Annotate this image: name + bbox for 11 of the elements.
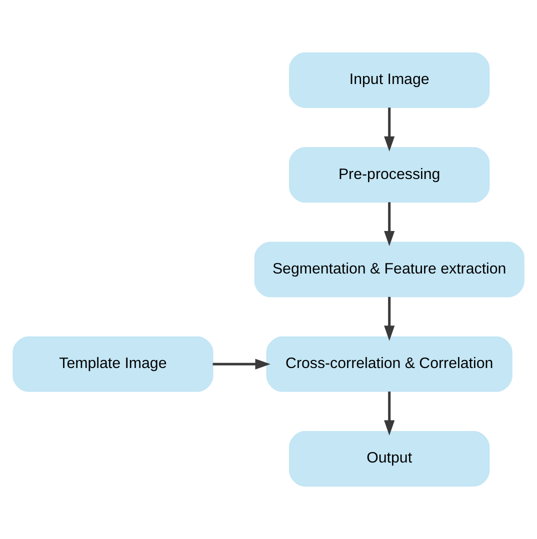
arrow [384, 296, 395, 341]
arrow [384, 202, 395, 246]
arrow [212, 358, 270, 370]
node-box: Pre-processing [289, 147, 490, 203]
node-box: Output [289, 431, 490, 487]
node-box: Cross-correlation & Correlation [266, 336, 512, 392]
node-box: Template Image [12, 336, 214, 392]
node-box: Segmentation & Feature extraction [254, 242, 524, 298]
arrow [384, 392, 395, 436]
arrow [384, 108, 395, 152]
node-box: Input Image [289, 52, 490, 108]
